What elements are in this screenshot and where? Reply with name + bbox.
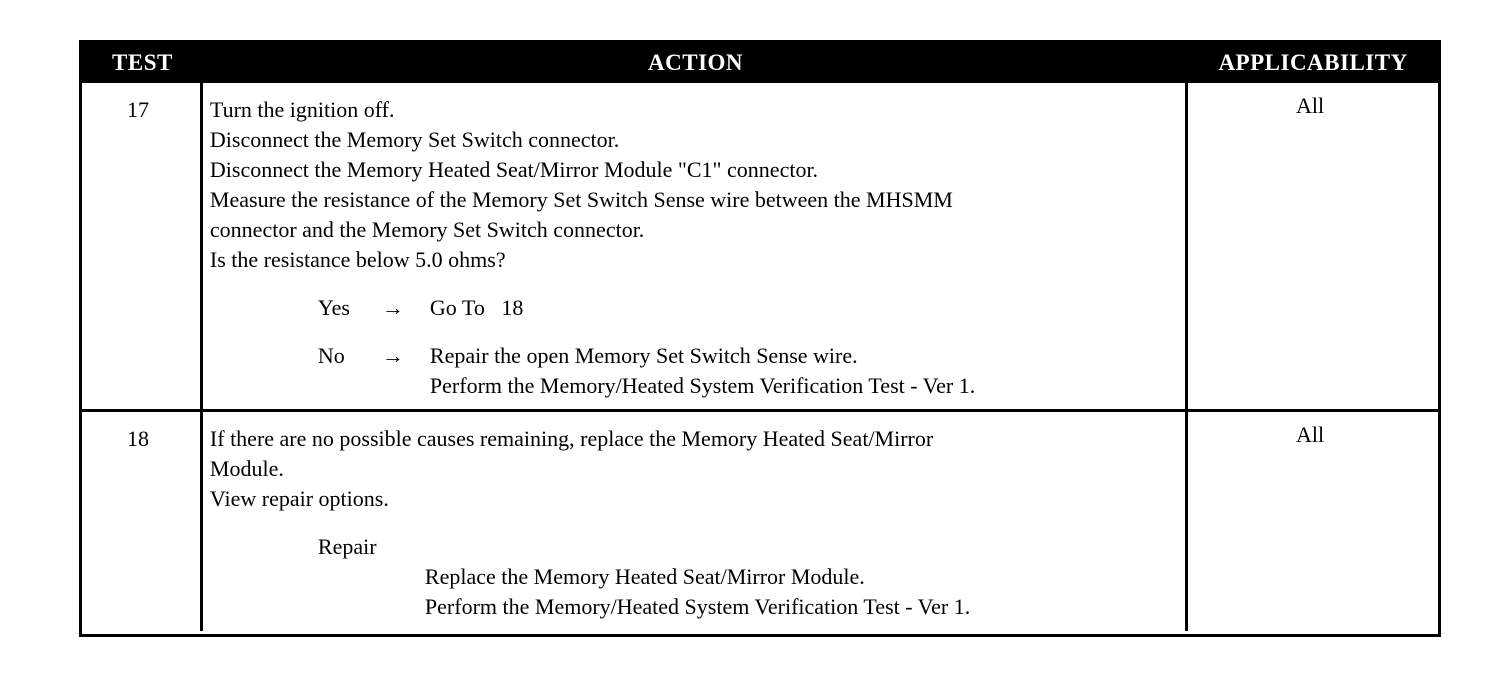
action-line: View repair options. — [209, 486, 389, 511]
yes-option: Yes → Go To 18 — [318, 293, 1185, 323]
test-number: 17 — [82, 83, 203, 409]
action-line: If there are no possible causes remainin… — [209, 426, 934, 451]
action-line: Measure the resistance of the Memory Set… — [209, 187, 953, 212]
no-label: No — [317, 343, 345, 368]
header-test: TEST — [112, 50, 173, 75]
action-cell: If there are no possible causes remainin… — [203, 412, 1189, 631]
yes-goto-link[interactable]: Go To 18 — [429, 295, 524, 320]
no-action-line: Perform the Memory/Heated System Verific… — [429, 373, 976, 398]
action-line: Is the resistance below 5.0 ohms? — [209, 247, 506, 272]
action-line: connector and the Memory Set Switch conn… — [209, 217, 645, 242]
table-row-test-18: 18 If there are no possible causes remai… — [82, 412, 1438, 631]
action-cell: Turn the ignition off. Disconnect the Me… — [203, 83, 1189, 409]
yes-label: Yes — [317, 295, 350, 320]
action-line: Turn the ignition off. — [209, 97, 395, 122]
test-number: 18 — [82, 412, 203, 631]
repair-line: Replace the Memory Heated Seat/Mirror Mo… — [424, 564, 865, 589]
header-action: ACTION — [648, 50, 744, 75]
action-line: Module. — [209, 456, 284, 481]
repair-label: Repair — [317, 534, 377, 559]
applicability-cell: All — [1296, 93, 1325, 118]
header-applicability: APPLICABILITY — [1218, 50, 1408, 75]
action-line: Disconnect the Memory Set Switch connect… — [209, 127, 620, 152]
repair-line: Perform the Memory/Heated System Verific… — [424, 594, 971, 619]
repair-steps: Replace the Memory Heated Seat/Mirror Mo… — [425, 562, 1185, 622]
no-action-line: Repair the open Memory Set Switch Sense … — [429, 343, 858, 368]
action-line: Disconnect the Memory Heated Seat/Mirror… — [209, 157, 819, 182]
no-option: No → Repair the open Memory Set Switch S… — [318, 341, 1185, 401]
applicability-cell: All — [1296, 422, 1325, 447]
diagnostic-test-table: TEST ACTION APPLICABILITY 17 Turn the ig… — [79, 40, 1441, 637]
arrow-icon: → — [381, 343, 404, 368]
table-row-test-17: 17 Turn the ignition off. Disconnect the… — [82, 83, 1438, 412]
table-header: TEST ACTION APPLICABILITY — [82, 43, 1438, 83]
arrow-icon: → — [381, 295, 404, 320]
